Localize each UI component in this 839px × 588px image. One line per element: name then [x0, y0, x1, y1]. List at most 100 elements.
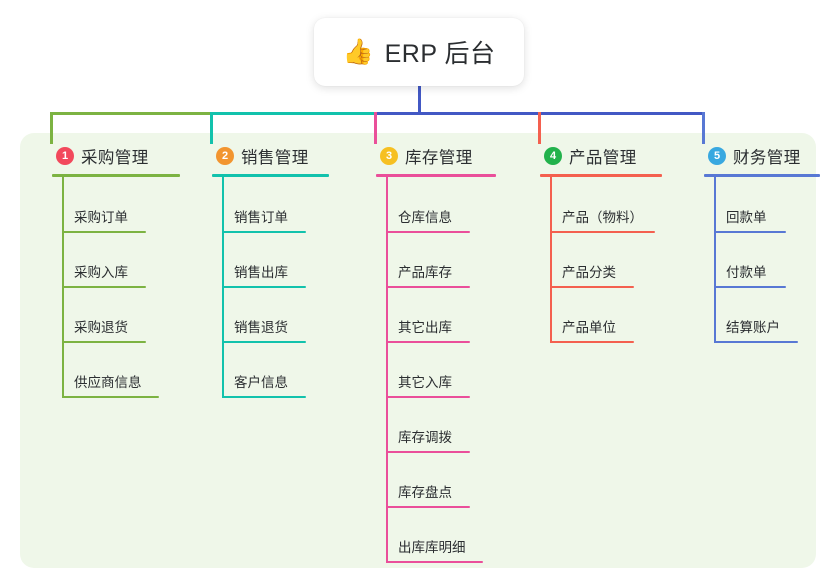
menu-item[interactable]: 销售出库: [222, 264, 306, 288]
menu-item-rule: [386, 506, 470, 508]
menu-item[interactable]: 采购退货: [62, 319, 146, 343]
menu-item[interactable]: 产品分类: [550, 264, 634, 288]
column-header-rule-1: [52, 174, 180, 177]
root-node-label: ERP 后台: [384, 40, 496, 68]
menu-item-label: 仓库信息: [398, 210, 452, 225]
column-title-1: 采购管理: [81, 149, 149, 167]
column-spine-3: [386, 177, 388, 563]
column-title-4: 产品管理: [569, 149, 637, 167]
menu-item[interactable]: 销售退货: [222, 319, 306, 343]
diagram-panel: [20, 133, 816, 568]
menu-item[interactable]: 采购入库: [62, 264, 146, 288]
menu-item-label: 供应商信息: [74, 375, 142, 390]
menu-item-rule: [386, 231, 470, 233]
column-header-5[interactable]: 5 财务管理: [688, 144, 828, 168]
menu-item[interactable]: 库存盘点: [386, 484, 470, 508]
column-header-rule-3: [376, 174, 496, 177]
branch-drop-3: [374, 112, 377, 144]
menu-item-rule: [62, 231, 146, 233]
column-title-3: 库存管理: [405, 149, 473, 167]
menu-item-rule: [386, 561, 483, 563]
column-badge-5: 5: [708, 147, 726, 165]
menu-item-rule: [222, 341, 306, 343]
menu-item[interactable]: 回款单: [714, 209, 786, 233]
menu-item-label: 库存盘点: [398, 485, 452, 500]
column-spine-4: [550, 177, 552, 343]
menu-item-rule: [714, 286, 786, 288]
trunk-segment-3: [374, 112, 541, 115]
branch-drop-5: [702, 112, 705, 144]
column-2: 2 销售管理销售订单销售出库销售退货客户信息: [196, 144, 336, 398]
column-1: 1 采购管理采购订单采购入库采购退货供应商信息: [36, 144, 186, 398]
column-spine-5: [714, 177, 716, 343]
menu-item[interactable]: 出库库明细: [386, 539, 483, 563]
column-badge-3: 3: [380, 147, 398, 165]
column-badge-4: 4: [544, 147, 562, 165]
root-stem: [417, 86, 421, 115]
column-header-rule-4: [540, 174, 662, 177]
menu-item[interactable]: 其它入库: [386, 374, 470, 398]
menu-item-label: 库存调拨: [398, 430, 452, 445]
menu-item-label: 采购退货: [74, 320, 128, 335]
menu-item[interactable]: 库存调拨: [386, 429, 470, 453]
menu-item[interactable]: 供应商信息: [62, 374, 159, 398]
menu-item[interactable]: 销售订单: [222, 209, 306, 233]
column-header-rule-5: [704, 174, 820, 177]
menu-item-label: 销售退货: [234, 320, 288, 335]
menu-item[interactable]: 产品单位: [550, 319, 634, 343]
column-title-2: 销售管理: [241, 149, 309, 167]
column-4: 4 产品管理产品（物料） 产品分类产品单位: [524, 144, 674, 343]
menu-item[interactable]: 客户信息: [222, 374, 306, 398]
column-badge-2: 2: [216, 147, 234, 165]
menu-item[interactable]: 产品库存: [386, 264, 470, 288]
menu-item[interactable]: 产品（物料）: [550, 209, 655, 233]
menu-item-label: 采购订单: [74, 210, 128, 225]
column-header-4[interactable]: 4 产品管理: [524, 144, 674, 168]
root-node-erp-backend[interactable]: 👍 ERP 后台: [314, 18, 524, 86]
menu-item-rule: [550, 341, 634, 343]
menu-item-label: 其它入库: [398, 375, 452, 390]
menu-item-rule: [386, 286, 470, 288]
menu-item-rule: [386, 396, 470, 398]
menu-item-rule: [222, 396, 306, 398]
menu-item[interactable]: 采购订单: [62, 209, 146, 233]
column-header-3[interactable]: 3 库存管理: [360, 144, 510, 168]
menu-item-label: 采购入库: [74, 265, 128, 280]
menu-item-rule: [550, 231, 655, 233]
column-3: 3 库存管理仓库信息产品库存其它出库其它入库库存调拨库存盘点出库库明细: [360, 144, 510, 563]
menu-item-rule: [62, 286, 146, 288]
column-header-2[interactable]: 2 销售管理: [196, 144, 336, 168]
menu-item-label: 销售出库: [234, 265, 288, 280]
column-title-5: 财务管理: [733, 149, 801, 167]
menu-item[interactable]: 付款单: [714, 264, 786, 288]
menu-item-label: 回款单: [726, 210, 767, 225]
menu-item[interactable]: 其它出库: [386, 319, 470, 343]
menu-item[interactable]: 仓库信息: [386, 209, 470, 233]
branch-drop-1: [50, 112, 53, 144]
column-header-1[interactable]: 1 采购管理: [36, 144, 186, 168]
menu-item-label: 销售订单: [234, 210, 288, 225]
menu-item-label: 产品分类: [562, 265, 616, 280]
branch-drop-4: [538, 112, 541, 144]
menu-item-rule: [714, 341, 798, 343]
menu-item-label: 客户信息: [234, 375, 288, 390]
menu-item-label: 产品（物料）: [562, 210, 643, 225]
column-badge-1: 1: [56, 147, 74, 165]
menu-item-rule: [62, 396, 159, 398]
menu-item-rule: [550, 286, 634, 288]
trunk-segment-2: [210, 112, 377, 115]
branch-drop-2: [210, 112, 213, 144]
menu-item-rule: [386, 451, 470, 453]
menu-item-rule: [62, 341, 146, 343]
menu-item[interactable]: 结算账户: [714, 319, 798, 343]
menu-item-label: 结算账户: [726, 320, 780, 335]
menu-item-rule: [714, 231, 786, 233]
trunk-segment-1: [50, 112, 213, 115]
thumbs-up-icon: 👍: [342, 37, 374, 66]
menu-item-label: 产品库存: [398, 265, 452, 280]
column-header-rule-2: [212, 174, 329, 177]
menu-item-rule: [222, 231, 306, 233]
menu-item-label: 产品单位: [562, 320, 616, 335]
menu-item-label: 付款单: [726, 265, 767, 280]
column-5: 5 财务管理回款单付款单结算账户: [688, 144, 828, 343]
